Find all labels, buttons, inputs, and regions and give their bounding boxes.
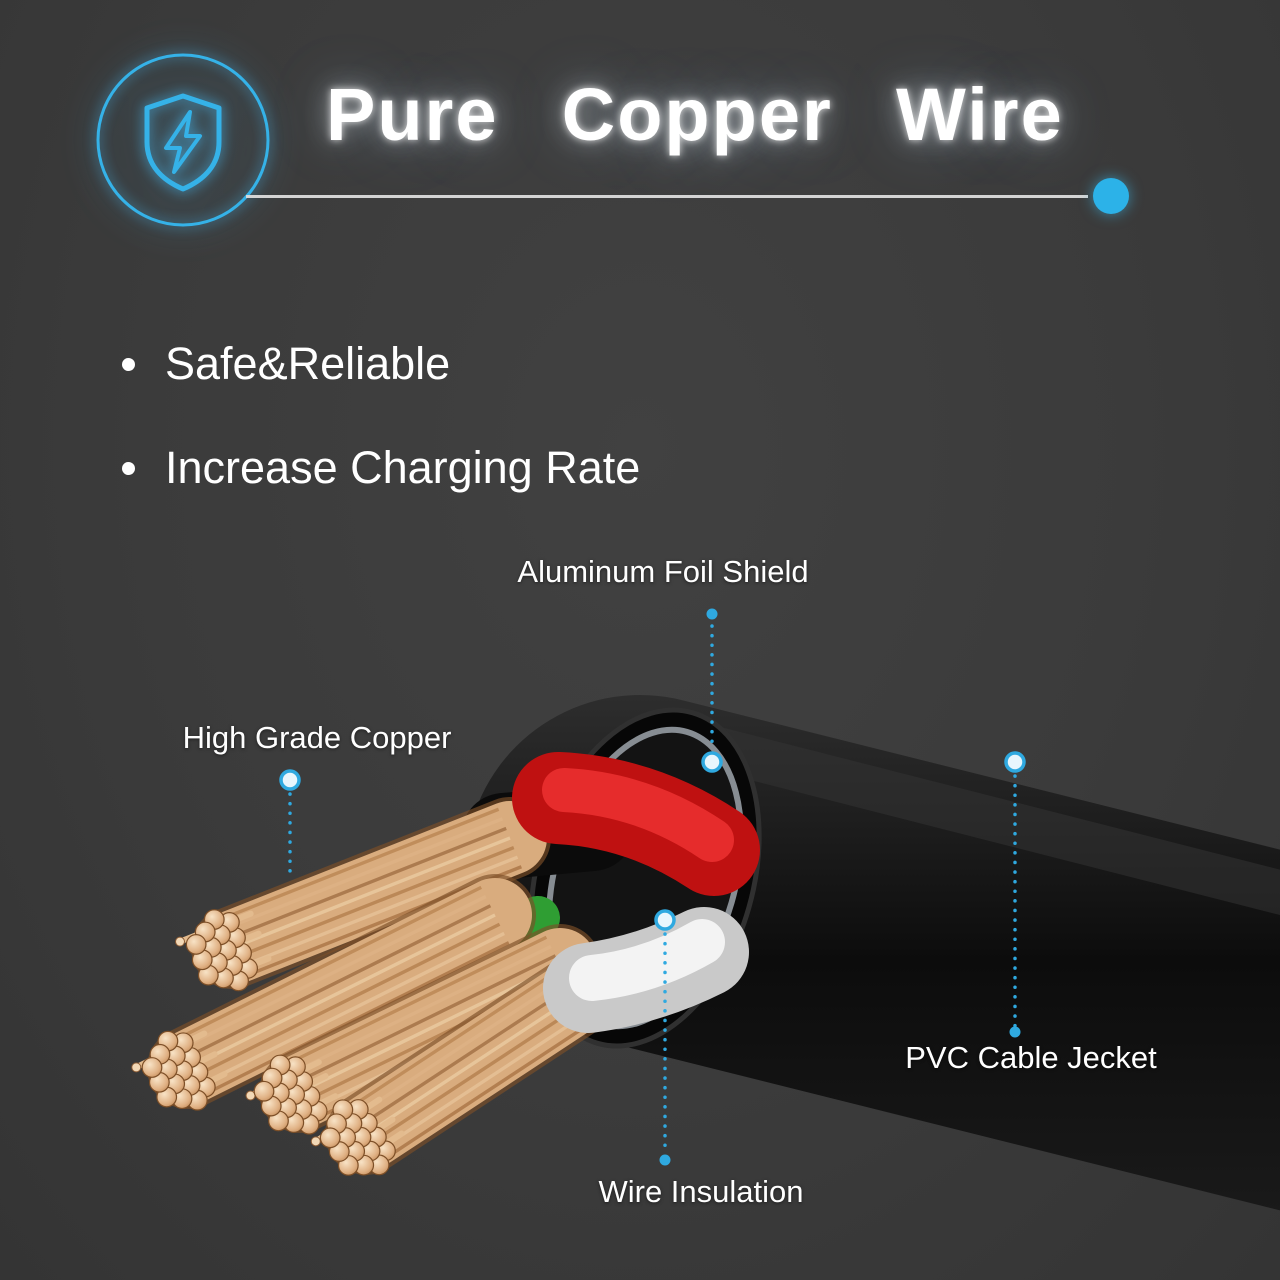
pvc-leader-dot [1010, 1027, 1021, 1038]
shield-lightning-icon [88, 44, 280, 236]
feature-list: Safe&Reliable Increase Charging Rate [122, 338, 640, 494]
copper-leader-ring [281, 771, 299, 789]
callout-pvc-cable-jacket: PVC Cable Jecket [905, 1040, 1157, 1076]
header-accent-dot [1093, 178, 1129, 214]
aluminum-leader-ring [703, 753, 721, 771]
aluminum-leader-dot [707, 609, 718, 620]
page-title: Pure Copper Wire [326, 72, 1064, 157]
white-wire [588, 942, 704, 988]
callout-wire-insulation: Wire Insulation [598, 1174, 803, 1210]
red-wire [558, 790, 714, 850]
header-divider-line [246, 195, 1088, 198]
feature-text: Safe&Reliable [165, 338, 450, 390]
bullet-dot-icon [122, 358, 135, 371]
pvc-leader-ring [1006, 753, 1024, 771]
insulation-leader-dot [660, 1155, 671, 1166]
bullet-dot-icon [122, 462, 135, 475]
callout-high-grade-copper: High Grade Copper [183, 720, 452, 756]
copper-strand-bundles [132, 809, 605, 1175]
feature-item: Increase Charging Rate [122, 442, 640, 494]
feature-item: Safe&Reliable [122, 338, 640, 390]
callout-aluminum-foil-shield: Aluminum Foil Shield [517, 554, 808, 590]
insulation-leader-ring [656, 911, 674, 929]
feature-text: Increase Charging Rate [165, 442, 640, 494]
